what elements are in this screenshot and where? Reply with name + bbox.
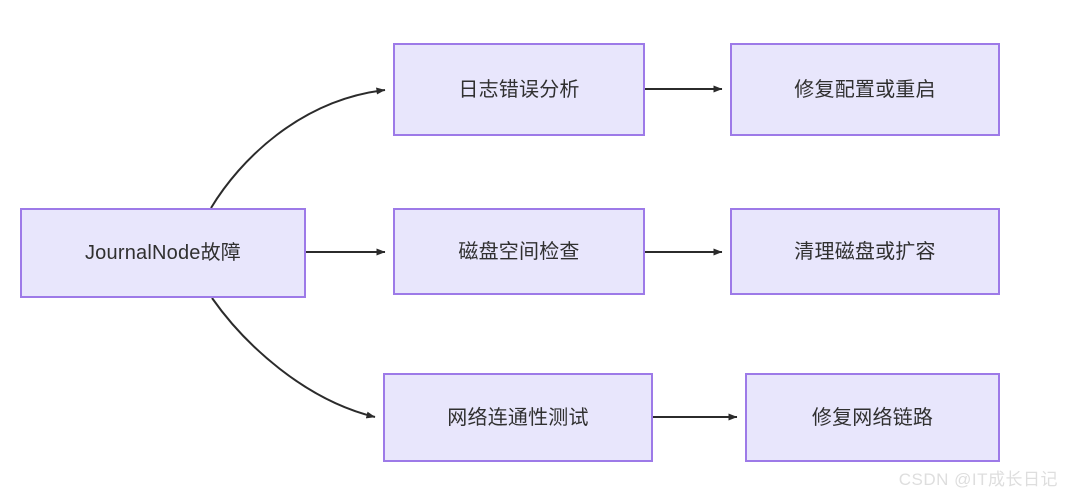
node-label: 修复配置或重启: [794, 78, 936, 101]
node-journalnode-fault[interactable]: JournalNode故障: [20, 208, 306, 298]
watermark: CSDN @IT成长日记: [898, 470, 1058, 489]
node-label: JournalNode故障: [84, 242, 241, 264]
node-label: 日志错误分析: [458, 78, 580, 101]
node-label: 清理磁盘或扩容: [794, 240, 936, 263]
node-clean-disk-or-expand[interactable]: 清理磁盘或扩容: [730, 208, 1000, 295]
edge-root-to-log-check: [210, 87, 386, 209]
edge-root-to-net-check: [211, 297, 376, 419]
node-label: 网络连通性测试: [447, 406, 589, 429]
node-fix-network-link[interactable]: 修复网络链路: [745, 373, 1000, 462]
node-label: 修复网络链路: [811, 406, 934, 429]
node-label: 磁盘空间检查: [458, 240, 580, 263]
node-disk-space-check[interactable]: 磁盘空间检查: [393, 208, 645, 295]
node-network-connectivity-test[interactable]: 网络连通性测试: [383, 373, 653, 462]
node-log-error-analysis[interactable]: 日志错误分析: [393, 43, 645, 136]
node-fix-config-or-restart[interactable]: 修复配置或重启: [730, 43, 1000, 136]
